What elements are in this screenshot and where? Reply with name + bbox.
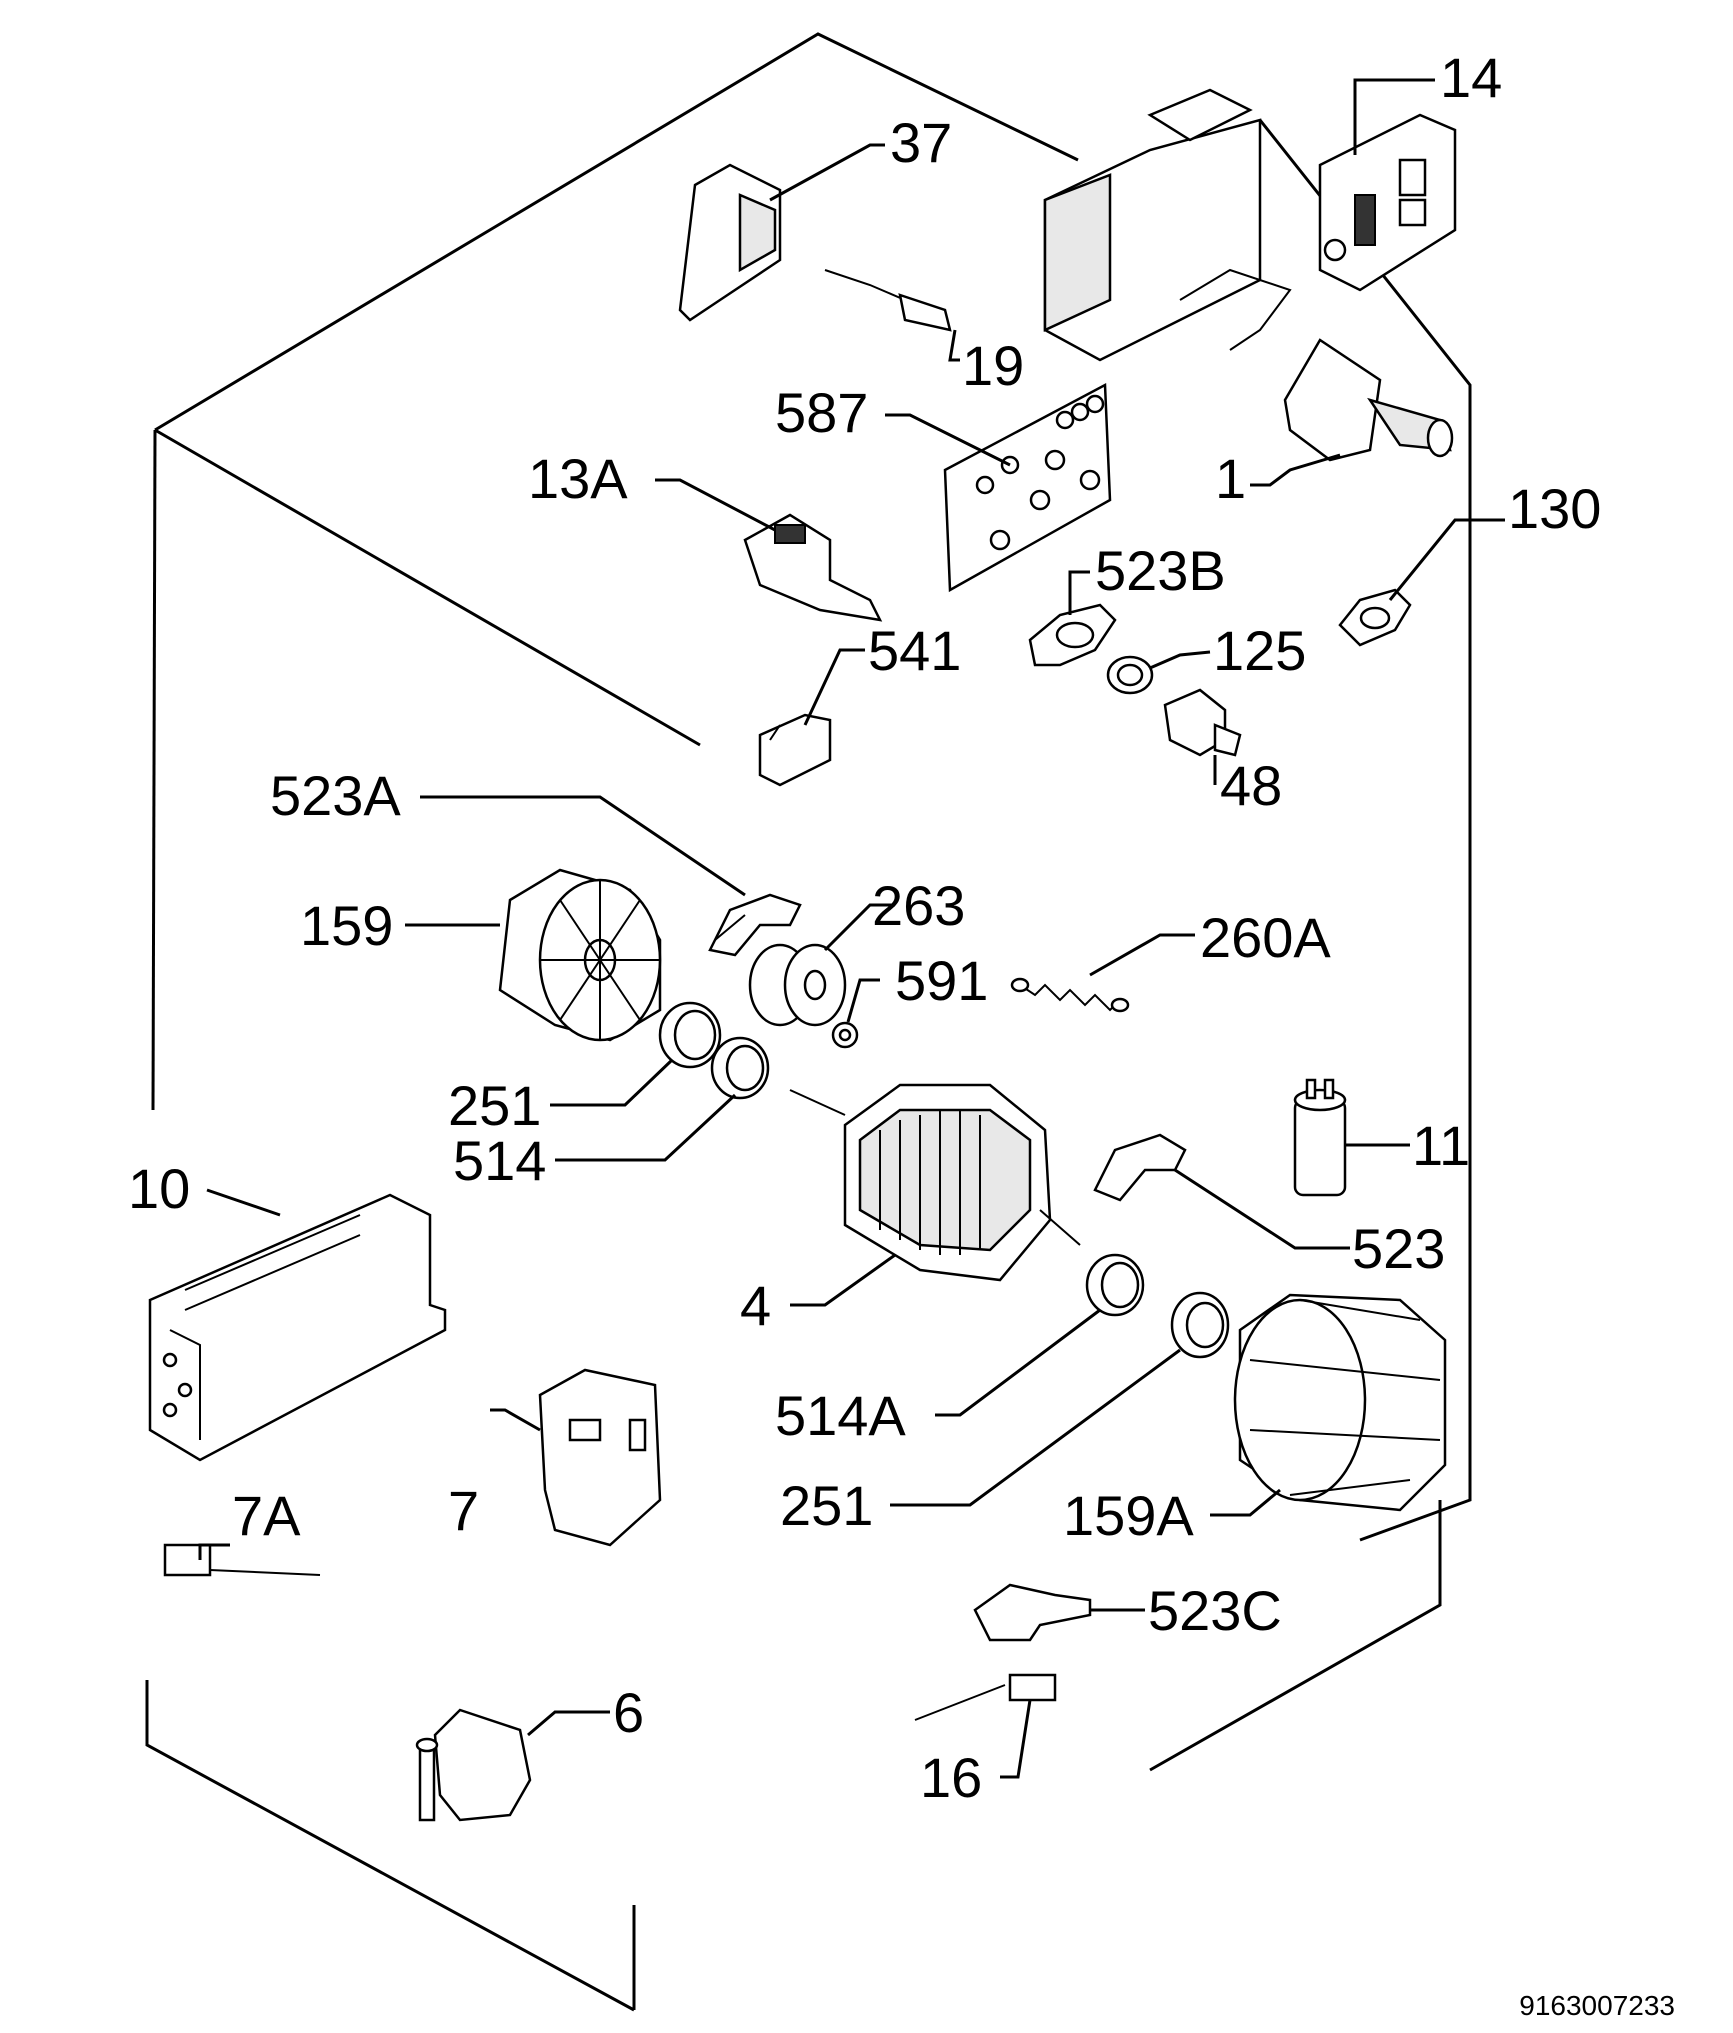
callout-523a: 523A [270, 764, 401, 827]
callout-541: 541 [868, 619, 961, 682]
part-1-timer-switch [1283, 338, 1454, 462]
part-260a-spring [1010, 977, 1130, 1013]
part-263-pulley [748, 943, 847, 1027]
part-14-control-housing [1043, 88, 1457, 362]
callout-13a: 13A [528, 447, 628, 510]
part-19-sensor-lead [824, 269, 952, 332]
part-13a-connector [743, 513, 883, 622]
part-159-drum-fan [498, 868, 662, 1042]
part-587-circuit-board [943, 382, 1112, 593]
part-4-motor [789, 1083, 1081, 1282]
callout-159a: 159A [1063, 1484, 1194, 1547]
callout-labels: 14 37 19 587 1 13A 130 523B 125 541 48 5… [128, 46, 1601, 1809]
part-541-bracket [758, 713, 832, 787]
part-514a-bearing [1085, 1253, 1145, 1317]
part-523b-clamp [1028, 603, 1117, 667]
callout-7: 7 [448, 1479, 479, 1542]
callout-523c: 523C [1148, 1579, 1282, 1642]
part-591-washer [831, 1021, 859, 1049]
part-251-ring-lower [1170, 1291, 1230, 1359]
callout-523b: 523B [1095, 539, 1226, 602]
part-37-switch-bracket [678, 163, 782, 322]
callout-130: 130 [1508, 477, 1601, 540]
callout-1: 1 [1215, 447, 1246, 510]
part-130-gasket [1338, 588, 1412, 647]
callout-14: 14 [1440, 46, 1502, 109]
part-523-bearing-support [1093, 1133, 1187, 1202]
part-159a-fan-wheel [1233, 1293, 1447, 1512]
callout-251-lower: 251 [780, 1474, 873, 1537]
callout-125: 125 [1213, 619, 1306, 682]
part-48-thermostat [1163, 688, 1242, 757]
part-7a-microswitch [163, 1543, 321, 1577]
part-6-pump [415, 1708, 532, 1822]
callout-37: 37 [890, 111, 952, 174]
callout-10: 10 [128, 1157, 190, 1220]
part-10-heater [148, 1193, 447, 1462]
callout-591: 591 [895, 949, 988, 1012]
part-7-door-lock [538, 1368, 662, 1547]
callout-11: 11 [1412, 1114, 1470, 1177]
callout-16: 16 [920, 1746, 982, 1809]
callout-514: 514 [453, 1129, 546, 1192]
callout-251-upper: 251 [448, 1074, 541, 1137]
leader-lines [198, 78, 1505, 1779]
part-11-capacitor [1293, 1078, 1347, 1197]
callout-6: 6 [613, 1681, 644, 1744]
callout-263: 263 [872, 874, 965, 937]
part-251-ring-upper [658, 1001, 722, 1069]
callout-4: 4 [740, 1274, 771, 1337]
callout-48: 48 [1220, 754, 1282, 817]
callout-159: 159 [300, 894, 393, 957]
callout-587: 587 [775, 381, 868, 444]
callout-523: 523 [1352, 1217, 1445, 1280]
part-523c-bracket [973, 1583, 1092, 1642]
part-523a-bearing-support [708, 893, 802, 957]
callout-19: 19 [962, 334, 1024, 397]
part-125-ring [1106, 655, 1154, 695]
callout-514a: 514A [775, 1384, 906, 1447]
part-514-bearing [710, 1036, 770, 1100]
drawing-number: 9163007233 [1519, 1990, 1675, 2021]
callout-7a: 7A [232, 1484, 301, 1547]
part-16-switch [914, 1673, 1057, 1721]
callout-260a: 260A [1200, 906, 1331, 969]
